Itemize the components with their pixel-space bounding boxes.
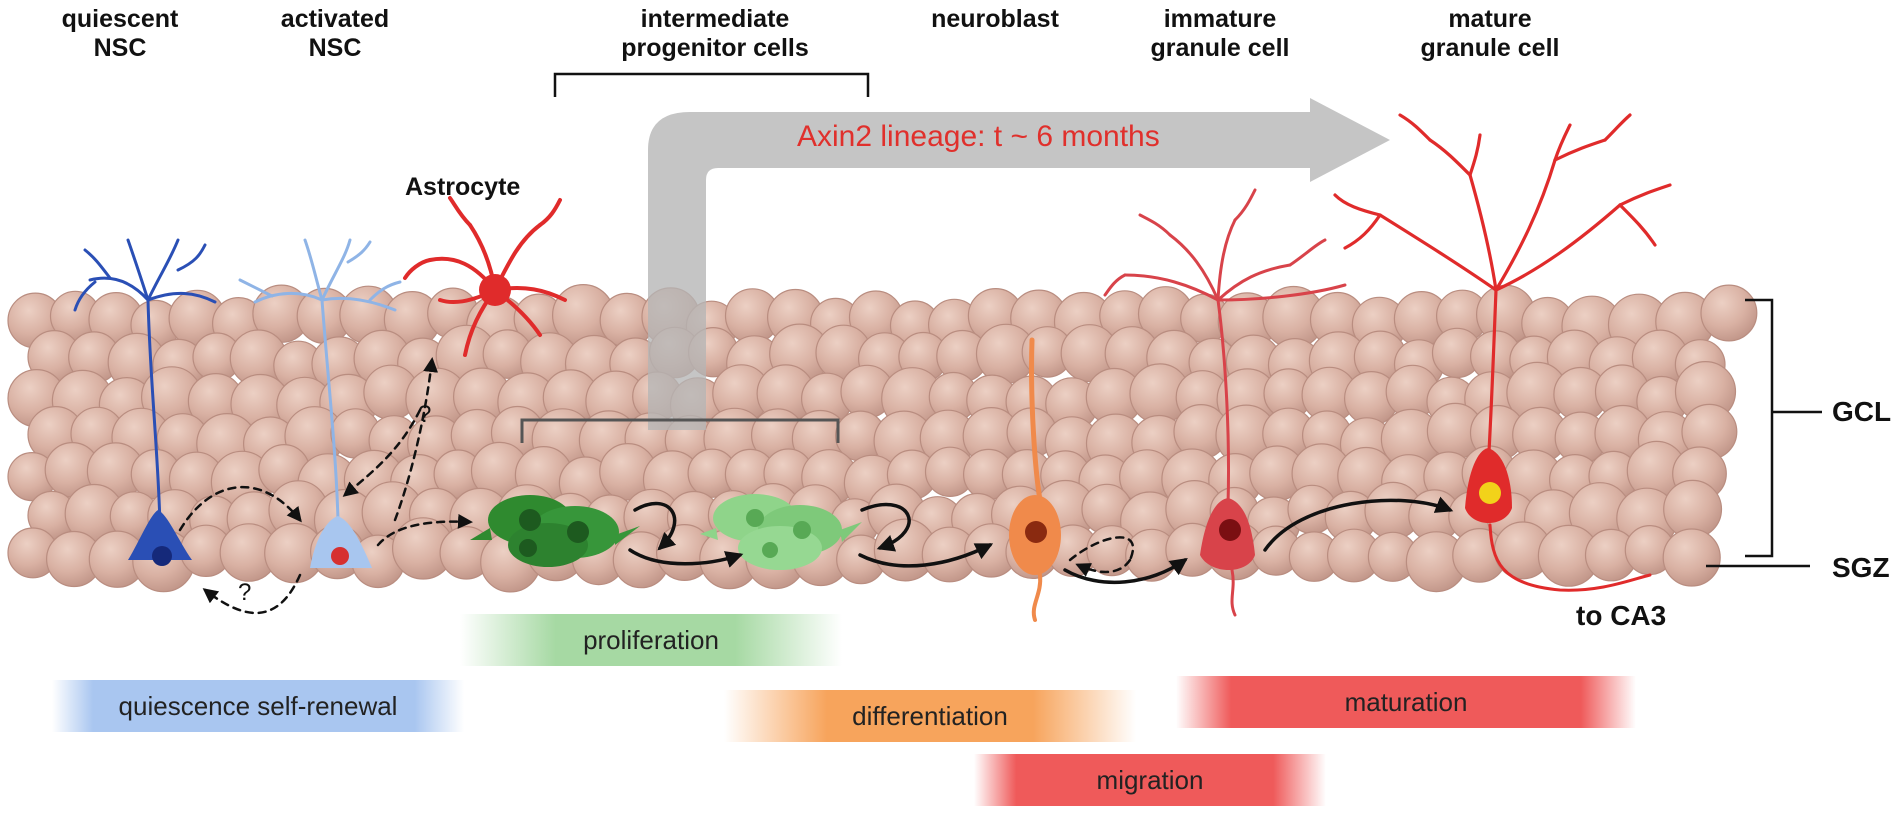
activated-nsc <box>238 238 402 568</box>
gcl-bracket <box>1745 298 1822 558</box>
ipc-dark-cluster <box>470 495 640 567</box>
astrocyte-label: Astrocyte <box>405 173 521 201</box>
ipc-range-bracket <box>520 418 840 443</box>
process-bar-differentiation: differentiation <box>724 690 1136 742</box>
uncertain-mark-return: ? <box>238 579 251 606</box>
immature-granule-cell <box>1103 188 1347 617</box>
transition-arrows <box>178 357 1454 615</box>
tissue-cell <box>1700 284 1758 342</box>
layer-label-gcl: GCL <box>1832 396 1892 427</box>
process-bar-proliferation: proliferation <box>460 614 842 666</box>
projection-label-ca3: to CA3 <box>1576 600 1667 631</box>
ipc-bracket <box>553 72 870 97</box>
process-bar-maturation: maturation <box>1176 676 1636 728</box>
process-bar-quiescence: quiescence self-renewal <box>52 680 464 732</box>
neuroblast-cell <box>1009 337 1061 622</box>
quiescent-nsc <box>73 238 217 566</box>
stage-label-neuroblast: neuroblast <box>931 5 1059 33</box>
tissue-cell <box>1662 528 1721 587</box>
lineage-label: Axin2 lineage: t ~ 6 months <box>797 120 1160 153</box>
lineage-arrow <box>648 98 1390 430</box>
layer-label-sgz: SGZ <box>1832 552 1890 583</box>
process-bar-migration: migration <box>974 754 1326 806</box>
granule-cell-layer-tissue <box>7 283 1758 593</box>
mature-granule-cell <box>1333 113 1672 592</box>
ipc-light-cluster <box>700 494 862 570</box>
uncertain-mark-astrocyte: ? <box>418 401 431 428</box>
astrocyte-cell <box>403 196 567 357</box>
